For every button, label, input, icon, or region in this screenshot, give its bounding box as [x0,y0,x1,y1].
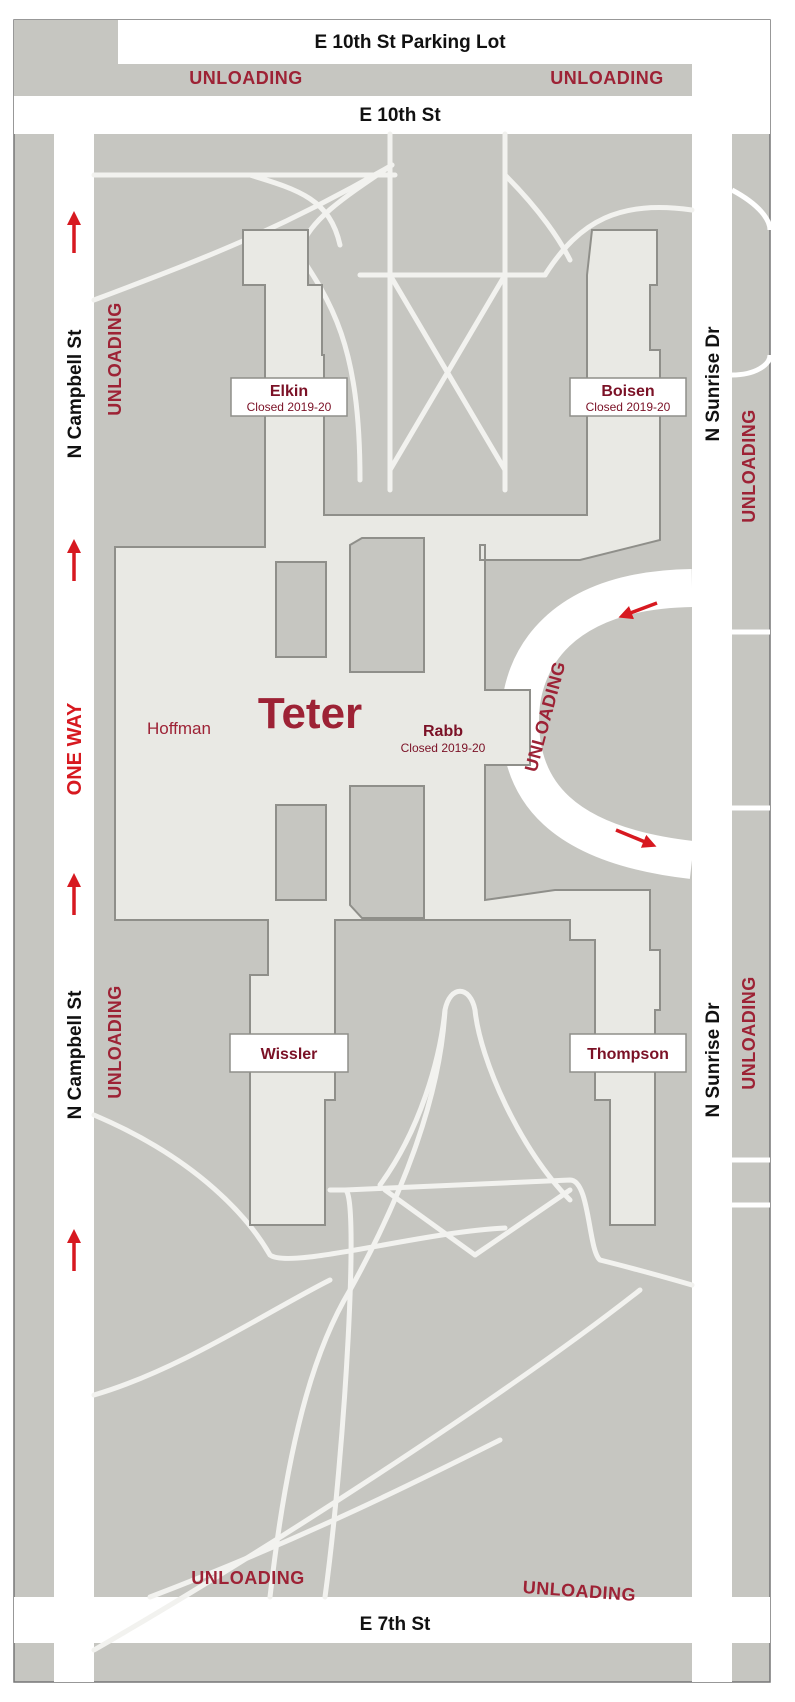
boisen-label-box [569,377,687,417]
outer-grass-left [14,20,118,96]
thompson-name: Thompson [587,1046,669,1063]
teter-title: Teter [258,689,362,738]
wissler-name: Wissler [261,1046,318,1063]
elkin-label-box [230,377,348,417]
unloading-right-lower: UNLOADING [739,976,759,1090]
courtyard-lower-right [349,785,425,919]
unloading-left-upper: UNLOADING [105,302,125,416]
courtyard-upper-left [275,561,327,658]
unloading-bottom-left: UNLOADING [191,1568,305,1588]
courtyard-lower-left [275,804,327,901]
courtyards [275,537,425,919]
campbell-lower-label: N Campbell St [65,990,86,1119]
boisen-name: Boisen [601,383,654,400]
roads [14,20,770,1682]
sunrise-upper-label: N Sunrise Dr [703,326,724,442]
wissler-label-box [229,1033,349,1073]
rabb-name: Rabb [423,723,463,740]
elkin-name: Elkin [270,383,308,400]
n-sunrise-dr-road [692,134,732,1682]
buildings [114,229,661,1226]
one-way-arrows [67,211,658,1271]
thompson-label-box [569,1033,687,1073]
arrow-into-loop-icon [618,601,658,620]
campbell-upper-label: N Campbell St [65,329,86,458]
teter-complex-shape [114,229,661,1226]
right-side-paths [730,187,773,1208]
e-7th-st-label: E 7th St [360,1614,431,1635]
e-10th-st-label: E 10th St [359,105,441,126]
unloading-left-lower: UNLOADING [105,985,125,1099]
walkways [91,131,695,1653]
parking-lot-label: E 10th St Parking Lot [314,32,506,53]
courtyard-upper-right [349,537,425,673]
elkin-note: Closed 2019-20 [247,400,332,414]
hoffman-label: Hoffman [147,719,211,738]
e-7th-st-road [14,1597,770,1643]
unloading-top-right: UNLOADING [550,68,664,88]
rabb-note: Closed 2019-20 [401,741,486,755]
one-way-label: ONE WAY [64,702,86,795]
unloading-right-upper: UNLOADING [739,409,759,523]
unloading-top-left: UNLOADING [189,68,303,88]
arrow-out-loop-icon [615,828,657,848]
e-10th-st-road [14,96,770,134]
sunrise-lower-label: N Sunrise Dr [703,1002,724,1118]
boisen-note: Closed 2019-20 [586,400,671,414]
parking-lot-area [160,63,692,95]
parking-lot-road [118,20,770,64]
